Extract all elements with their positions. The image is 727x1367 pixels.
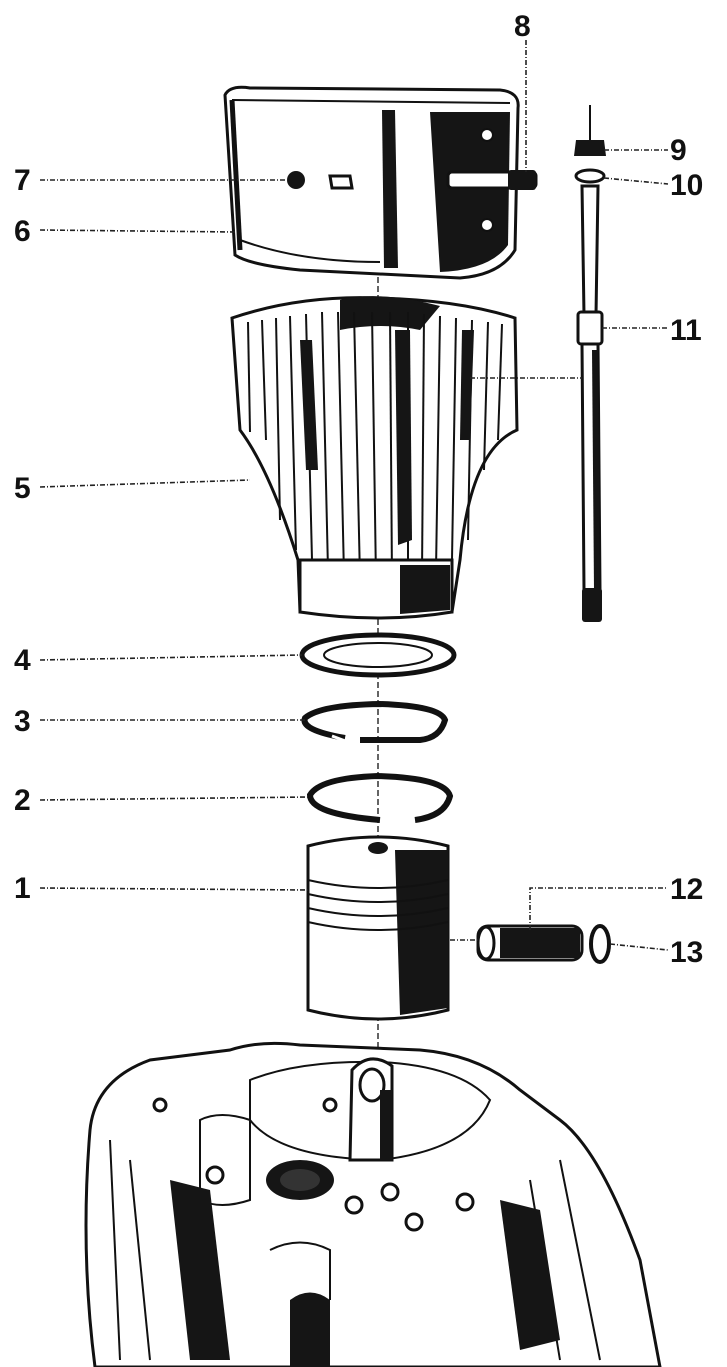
leader-12 [529, 887, 668, 930]
callout-11: 11 [670, 314, 702, 347]
leader-6 [39, 229, 237, 233]
cylinder-base-gasket [299, 632, 457, 678]
callout-10: 10 [670, 169, 703, 202]
callout-2: 2 [14, 784, 31, 817]
leader-1 [39, 887, 309, 891]
callout-3: 3 [14, 705, 31, 738]
piston-pin [476, 924, 584, 962]
leader-10 [603, 177, 669, 185]
callout-4: 4 [14, 644, 31, 677]
stud-bolt [446, 170, 538, 190]
circlip [589, 924, 611, 964]
piston [306, 835, 450, 1021]
callout-12: 12 [670, 873, 703, 906]
piston-ring-3 [301, 700, 449, 744]
leader-2 [39, 796, 311, 801]
cylinder-barrel [230, 296, 519, 620]
callout-6: 6 [14, 215, 31, 248]
piston-ring-2 [306, 772, 454, 823]
callout-8: 8 [514, 10, 531, 43]
pushrod-tube [574, 105, 606, 622]
crankcase [84, 1041, 662, 1367]
callout-5: 5 [14, 472, 31, 505]
callout-13: 13 [670, 936, 703, 969]
leader-lines [39, 40, 669, 951]
leader-5 [39, 479, 251, 488]
callout-7: 7 [14, 164, 31, 197]
leader-4 [39, 654, 303, 661]
cylinder-head-cowling [223, 85, 520, 280]
leader-13 [609, 943, 669, 951]
callout-labels: 1 2 3 4 5 6 7 8 9 10 11 12 13 [14, 10, 703, 969]
callout-9: 9 [670, 134, 687, 167]
callout-1: 1 [14, 872, 31, 905]
